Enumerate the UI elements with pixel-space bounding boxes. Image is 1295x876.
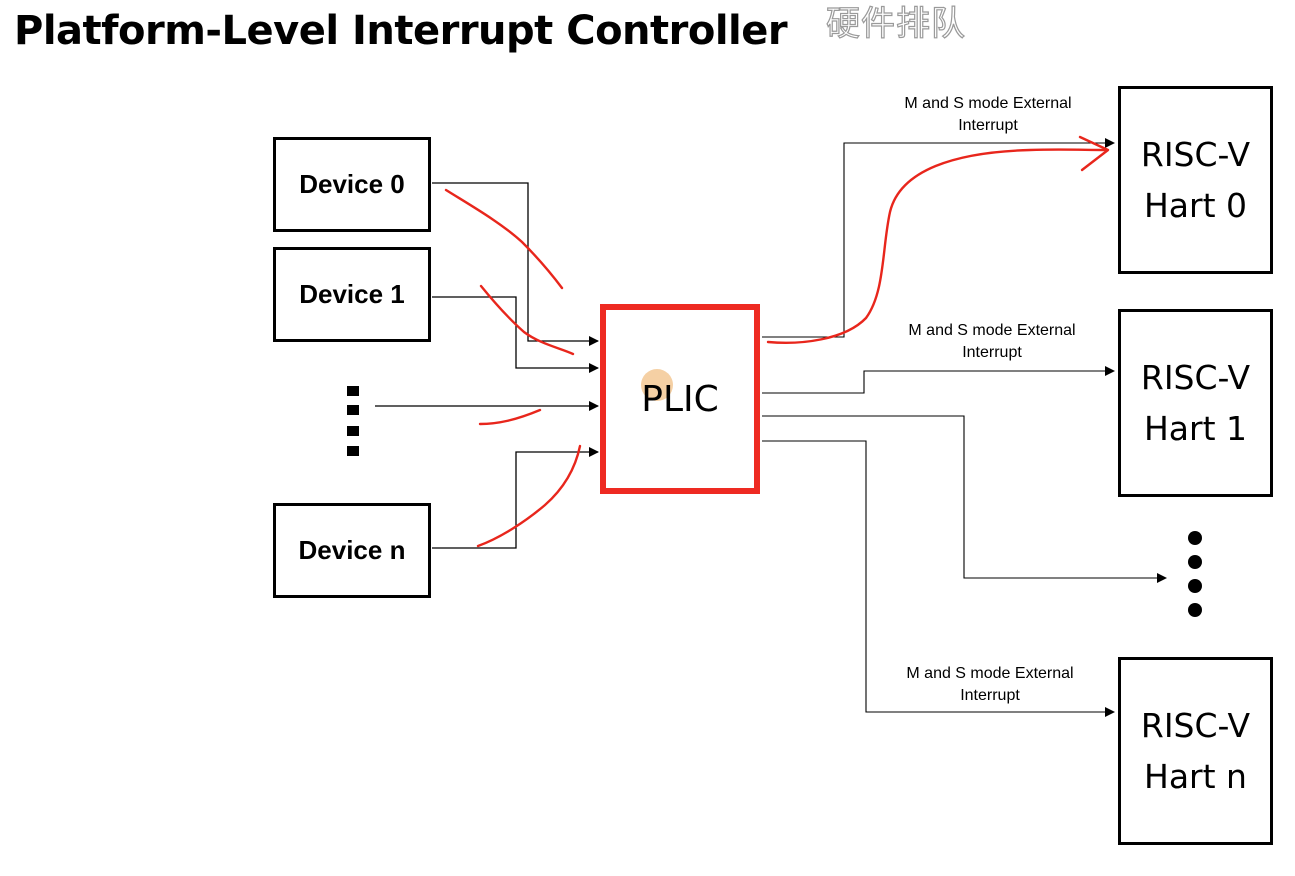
- annotation-stroke-dots: [478, 408, 542, 426]
- wire-device-n: [432, 447, 599, 549]
- hart-n-line1: RISC-V: [1140, 706, 1251, 745]
- hart-ellipsis: [1188, 531, 1202, 617]
- interrupt-label-hart-n: M and S mode External Interrupt: [870, 663, 1110, 707]
- hart-0-line2: Hart 0: [1143, 186, 1247, 225]
- annotation-stroke-device-n: [476, 444, 582, 548]
- wire-hart-n: [762, 440, 1115, 717]
- hart-1-line1: RISC-V: [1140, 358, 1251, 397]
- hart-1-line2: Hart 1: [1143, 409, 1247, 448]
- plic-box: PLIC: [600, 304, 760, 494]
- device-1-box: Device 1: [273, 247, 431, 342]
- annotation-stroke-device-0: [444, 188, 564, 290]
- device-ellipsis: [347, 386, 359, 456]
- page-title: Platform-Level Interrupt Controller: [14, 8, 788, 54]
- annotation-strokes: [444, 135, 1110, 548]
- hart-n-line2: Hart n: [1144, 757, 1247, 796]
- wire-hart-1: [762, 366, 1115, 394]
- hart-1-box: RISC-V Hart 1: [1118, 309, 1273, 497]
- hart-0-box: RISC-V Hart 0: [1118, 86, 1273, 274]
- interrupt-label-line2: Interrupt: [960, 687, 1020, 704]
- annotation-stroke-output: [766, 148, 1107, 344]
- wire-device-0: [432, 182, 599, 346]
- device-0-label: Device 0: [299, 169, 405, 199]
- wire-device-1: [432, 296, 599, 373]
- wire-hart-dots: [762, 415, 1167, 583]
- interrupt-label-hart-1: M and S mode External Interrupt: [872, 320, 1112, 364]
- device-n-box: Device n: [273, 503, 431, 598]
- annotation-stroke-device-1: [479, 284, 575, 356]
- wire-hart-0: [762, 138, 1115, 338]
- cursor-highlight: [641, 369, 673, 401]
- watermark: 硬件排队: [825, 3, 966, 44]
- interrupt-label-hart-0: M and S mode External Interrupt: [868, 93, 1108, 137]
- plic-label: PLIC: [641, 378, 719, 420]
- device-0-box: Device 0: [273, 137, 431, 232]
- interrupt-label-line2: Interrupt: [958, 117, 1018, 134]
- hart-n-box: RISC-V Hart n: [1118, 657, 1273, 845]
- device-n-label: Device n: [298, 535, 406, 565]
- interrupt-label-line1: M and S mode External: [906, 665, 1074, 682]
- hart-0-line1: RISC-V: [1140, 135, 1251, 174]
- interrupt-label-line1: M and S mode External: [908, 322, 1076, 339]
- annotation-arrowhead: [1078, 135, 1110, 172]
- device-1-label: Device 1: [299, 279, 405, 309]
- interrupt-label-line1: M and S mode External: [904, 95, 1072, 112]
- interrupt-label-line2: Interrupt: [962, 344, 1022, 361]
